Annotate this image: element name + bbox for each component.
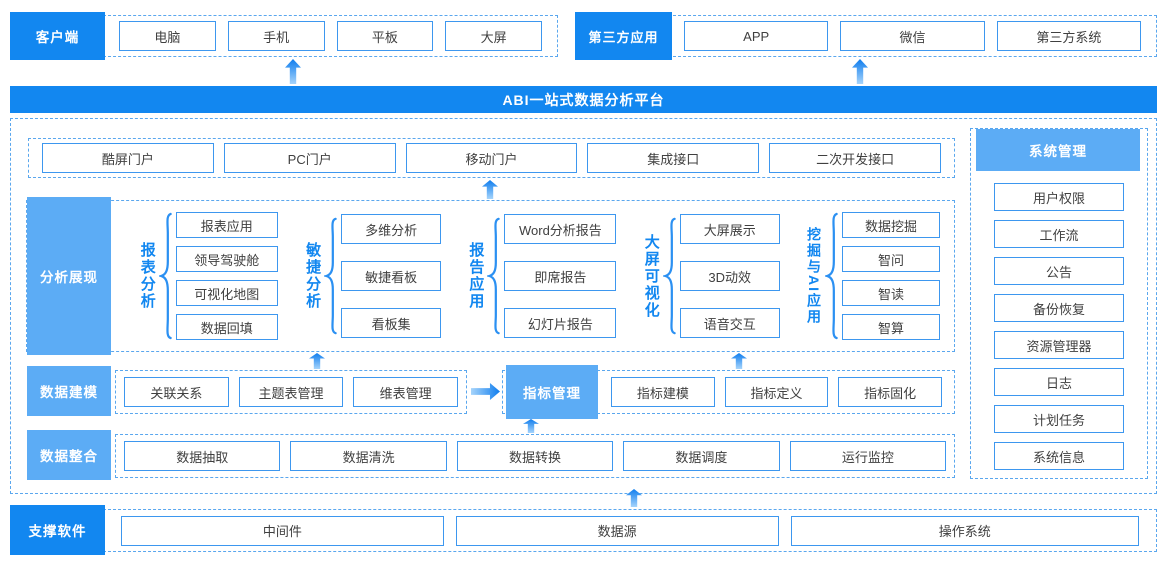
analysis-item: 数据回填 [175,314,278,340]
client-label: 客户端 [10,12,105,60]
portal-item: 酷屏门户 [42,143,214,173]
group-name: 报表分析 [138,242,156,310]
analysis-item: 敏捷看板 [341,261,442,291]
analysis-item: 多维分析 [341,214,442,244]
indicator-panel: 指标建模 指标定义 指标固化 [502,370,955,414]
indicator-item: 指标建模 [611,377,715,407]
group-name: 挖掘与AI应用 [806,227,822,325]
integration-item: 数据调度 [623,441,780,471]
system-item: 公告 [994,257,1124,285]
third-party-item: 第三方系统 [996,21,1141,51]
analysis-item: 即席报告 [504,261,617,291]
integration-item: 运行监控 [789,441,947,471]
integration-item: 数据转换 [456,441,614,471]
analysis-item: 智读 [842,280,940,306]
analysis-item: 幻灯片报告 [504,308,617,338]
up-arrow-icon [482,180,498,199]
system-item: 工作流 [994,220,1124,248]
third-party-item: 微信 [840,21,985,51]
client-device: 大屏 [445,21,542,51]
brace-icon [662,217,676,335]
system-item: 用户权限 [994,183,1124,211]
system-item: 资源管理器 [994,331,1124,359]
analysis-item: 数据挖掘 [842,212,940,238]
brace-icon [324,217,337,335]
portal-row: 酷屏门户 PC门户 移动门户 集成接口 二次开发接口 [28,138,955,178]
analysis-item: 语音交互 [679,308,780,338]
modeling-item: 维表管理 [353,377,459,407]
analysis-group-report: 报表分析 报表应用 领导驾驶舱 可视化地图 数据回填 [139,212,278,340]
right-arrow-icon [471,383,500,400]
analysis-item: 报表应用 [175,212,278,238]
integration-item: 数据抽取 [124,441,281,471]
support-item: 中间件 [121,515,444,546]
portal-item: PC门户 [223,143,396,173]
group-name: 报告应用 [467,242,485,310]
client-device: 平板 [336,21,434,51]
analysis-item: 大屏展示 [679,214,780,244]
analysis-section-label: 分析展现 [27,197,111,355]
up-arrow-icon [309,353,325,369]
brace-icon [158,212,172,340]
analysis-group-reporting: 报告应用 Word分析报告 即席报告 幻灯片报告 [467,214,617,338]
up-arrow-icon [626,489,642,507]
system-item: 计划任务 [994,405,1124,433]
group-name: 大屏可视化 [642,233,660,319]
analysis-item: 领导驾驶舱 [175,246,278,272]
analysis-item: 3D动效 [679,261,780,291]
analysis-group-bigscreen: 大屏可视化 大屏展示 3D动效 语音交互 [643,214,780,338]
client-device: 手机 [227,21,325,51]
system-management-panel: 用户权限 工作流 公告 备份恢复 资源管理器 日志 计划任务 系统信息 [970,128,1148,479]
up-arrow-icon [852,59,868,84]
group-name: 敏捷分析 [304,242,322,310]
indicator-item: 指标固化 [838,377,943,407]
platform-title-banner: ABI一站式数据分析平台 [10,86,1157,113]
indicator-item: 指标定义 [724,377,829,407]
brace-icon [487,217,501,335]
up-arrow-icon [731,353,747,369]
third-party-label: 第三方应用 [575,12,672,60]
support-label: 支撑软件 [10,505,105,555]
system-management-label: 系统管理 [976,129,1140,171]
third-party-panel: APP 微信 第三方系统 [668,15,1157,57]
system-item: 系统信息 [994,442,1124,470]
third-party-item: APP [684,21,829,51]
analysis-section: 报表分析 报表应用 领导驾驶舱 可视化地图 数据回填 敏捷分析 多维分析 [26,200,955,352]
support-item: 操作系统 [790,515,1139,546]
up-arrow-icon [285,59,301,84]
modeling-item: 主题表管理 [238,377,344,407]
analysis-item: 智问 [842,246,940,272]
system-item: 日志 [994,368,1124,396]
modeling-label: 数据建模 [27,366,111,416]
support-item: 数据源 [455,515,779,546]
portal-item: 二次开发接口 [769,143,941,173]
integration-label: 数据整合 [27,430,111,480]
portal-item: 集成接口 [587,143,760,173]
modeling-panel: 关联关系 主题表管理 维表管理 [115,370,467,414]
brace-icon [825,212,838,340]
indicator-label: 指标管理 [506,365,598,419]
analysis-item: 看板集 [341,308,442,338]
analysis-item: 智算 [842,314,940,340]
client-devices-panel: 电脑 手机 平板 大屏 [103,15,558,57]
analysis-group-mining-ai: 挖掘与AI应用 数据挖掘 智问 智读 智算 [806,212,940,340]
integration-panel: 数据抽取 数据清洗 数据转换 数据调度 运行监控 [115,434,955,478]
support-panel: 中间件 数据源 操作系统 [103,509,1157,552]
analysis-group-agile: 敏捷分析 多维分析 敏捷看板 看板集 [304,214,442,338]
portal-item: 移动门户 [405,143,578,173]
client-device: 电脑 [119,21,216,51]
platform-container [10,118,1157,494]
system-item: 备份恢复 [994,294,1124,322]
up-arrow-icon [523,419,539,433]
modeling-item: 关联关系 [124,377,229,407]
integration-item: 数据清洗 [290,441,447,471]
analysis-item: 可视化地图 [175,280,278,306]
analysis-item: Word分析报告 [504,214,617,244]
